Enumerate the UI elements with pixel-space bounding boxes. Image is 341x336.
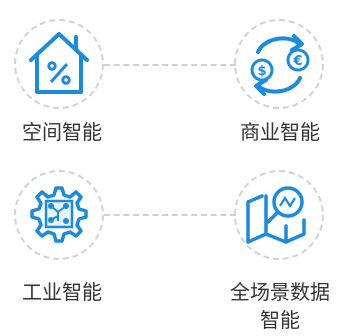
node-label-industrial: 工业智能 xyxy=(22,280,102,304)
node-circle-fullscene xyxy=(234,170,324,260)
node-circle-industrial xyxy=(14,170,104,260)
svg-text:$: $ xyxy=(257,64,266,79)
node-circle-business xyxy=(234,19,324,109)
svg-text:€: € xyxy=(292,54,302,69)
house-percent-icon xyxy=(29,32,89,94)
node-label-fullscene-line2: 智能 xyxy=(260,308,300,332)
chip-gear-icon xyxy=(30,186,88,243)
connector-bottom xyxy=(104,214,236,216)
node-label-spatial: 空间智能 xyxy=(22,120,102,144)
connector-top xyxy=(104,64,236,66)
node-label-business: 商业智能 xyxy=(240,120,320,144)
map-search-icon xyxy=(246,186,306,244)
node-label-fullscene: 全场景数据 xyxy=(230,280,330,304)
currency-exchange-icon: $ € xyxy=(250,34,310,96)
node-circle-spatial xyxy=(14,19,104,109)
